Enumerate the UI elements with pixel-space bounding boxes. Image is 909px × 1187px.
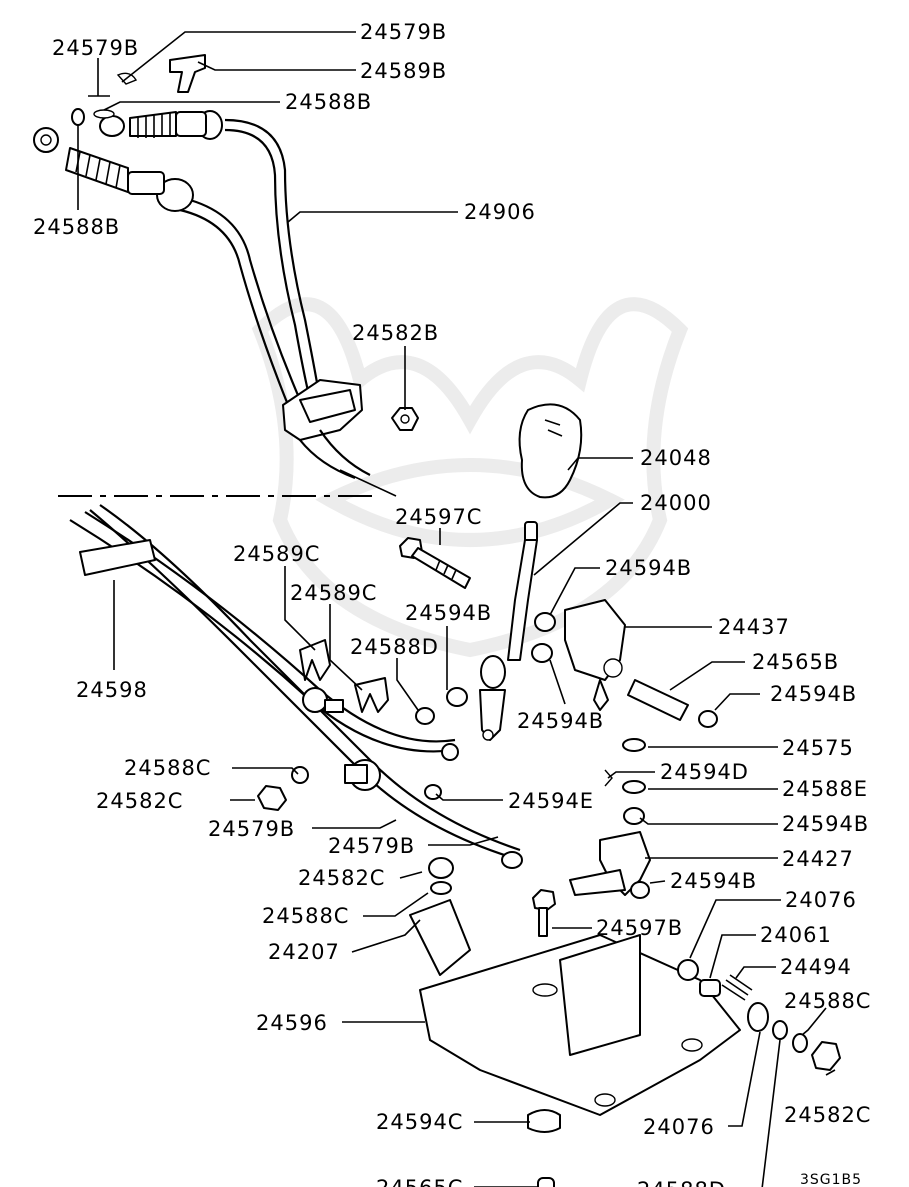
label-24594B-lever-top: 24594B	[605, 556, 692, 580]
label-24582C-left: 24582C	[96, 789, 183, 813]
label-24598: 24598	[76, 678, 148, 702]
label-24594D: 24594D	[660, 760, 749, 784]
label-24589B: 24589B	[360, 59, 447, 83]
label-24565B: 24565B	[752, 650, 839, 674]
clips-24589C	[299, 639, 389, 713]
label-24579B-top-left: 24579B	[52, 36, 139, 60]
label-24589C-upper: 24589C	[233, 542, 320, 566]
label-24589C-lower: 24589C	[290, 581, 377, 605]
label-24076-upper: 24076	[785, 888, 857, 912]
lever-holder-24437	[531, 599, 718, 728]
label-24594B-right: 24594B	[770, 682, 857, 706]
bolt-24597B	[532, 889, 556, 937]
label-24906: 24906	[464, 200, 536, 224]
label-24594B-lower-right: 24594B	[782, 812, 869, 836]
nut-24582C-left	[257, 785, 287, 811]
label-24594B-mid-left: 24594B	[405, 601, 492, 625]
label-24597B: 24597B	[596, 916, 683, 940]
label-24437: 24437	[718, 615, 790, 639]
label-24596: 24596	[256, 1011, 328, 1035]
label-24588B-left: 24588B	[33, 215, 120, 239]
label-24575: 24575	[782, 736, 854, 760]
shift-cable-lower	[69, 504, 523, 869]
label-24588C-right: 24588C	[784, 989, 871, 1013]
bushing-24594C	[527, 1109, 561, 1133]
label-24207: 24207	[268, 940, 340, 964]
label-24579B-lower-mid: 24579B	[328, 834, 415, 858]
select-lever-24427	[569, 831, 651, 899]
label-24582C-mid: 24582C	[298, 866, 385, 890]
label-24579B-lower-left: 24579B	[208, 817, 295, 841]
diagram-code: 3SG1B5	[800, 1172, 862, 1187]
label-24582C-right: 24582C	[784, 1103, 871, 1127]
small-parts-right	[604, 738, 646, 825]
label-24588E: 24588E	[782, 777, 868, 801]
label-24076-lower: 24076	[643, 1115, 715, 1139]
label-24594C: 24594C	[376, 1110, 463, 1134]
label-24588B-upper: 24588B	[285, 90, 372, 114]
label-24594E: 24594E	[508, 789, 594, 813]
label-24588C-left: 24588C	[124, 756, 211, 780]
part-number-labels: 24579B 24579B 24589B 24588B 24588B 24906…	[33, 20, 871, 1187]
nut-24582B	[391, 407, 419, 431]
label-24579B-top-right: 24579B	[360, 20, 447, 44]
shift-lever	[479, 521, 538, 741]
shift-knob	[518, 403, 583, 499]
label-24588D-lower: 24588D	[637, 1178, 726, 1187]
label-24565C: 24565C	[376, 1176, 463, 1187]
label-24594B-lever-bottom: 24594B	[517, 709, 604, 733]
label-24000: 24000	[640, 491, 712, 515]
label-24048: 24048	[640, 446, 712, 470]
collar-24565C	[537, 1177, 555, 1187]
shift-cable-upper	[33, 54, 371, 480]
label-24582B: 24582B	[352, 321, 439, 345]
label-24594B-select: 24594B	[670, 869, 757, 893]
label-24494: 24494	[780, 955, 852, 979]
label-24588C-mid: 24588C	[262, 904, 349, 928]
label-24427: 24427	[782, 847, 854, 871]
base-bracket-24596	[409, 857, 741, 1116]
label-24597C: 24597C	[395, 505, 482, 529]
label-24588D-upper: 24588D	[350, 635, 439, 659]
bolt-24597C	[399, 537, 471, 589]
label-24061: 24061	[760, 923, 832, 947]
leader-lines	[77, 31, 836, 1187]
spring-assembly	[677, 959, 841, 1071]
